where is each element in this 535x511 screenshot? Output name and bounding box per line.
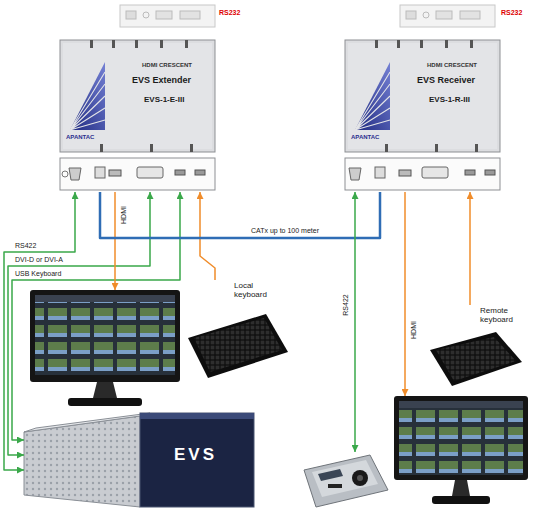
monitor — [30, 290, 180, 408]
signal-cable — [200, 192, 215, 280]
signal-cable — [469, 192, 471, 305]
cable-label: USB Keyboard — [14, 270, 62, 277]
cable-label: HDMI — [120, 205, 127, 225]
signal-cable — [354, 192, 356, 452]
device-face — [60, 40, 215, 152]
device-face — [345, 40, 500, 152]
port-label: RS232 — [500, 9, 523, 16]
keyboard-label: Remote keyboard — [480, 307, 526, 325]
signal-cable — [100, 192, 380, 238]
signal-cable — [8, 192, 150, 455]
device-name: EVS Extender — [132, 76, 191, 86]
logo-text: HDMI CRESCENT — [427, 62, 477, 69]
cable-label: RS422 — [14, 242, 37, 249]
keyboard: Remote keyboard — [425, 305, 528, 390]
signal-cable — [4, 192, 75, 470]
port-panel — [60, 158, 500, 190]
cable-label: DVI-D or DVI-A — [14, 256, 64, 263]
receiver-unit: HDMI CRESCENT EVS ReceiverEVS-1-R-III APAN… — [345, 40, 500, 192]
controller-drawing — [304, 455, 388, 507]
model-number: EVS-1-R-III — [429, 96, 470, 105]
cable-label: CATx up to 100 meter — [250, 227, 320, 234]
brand-logo: EVS — [174, 446, 217, 465]
signal-cable — [404, 192, 406, 396]
brand-name: APANTAC — [351, 134, 379, 141]
monitor — [392, 396, 530, 508]
signal-cable — [114, 192, 116, 290]
keyboard-label: Local keyboard — [234, 282, 278, 300]
model-number: EVS-1-E-III — [144, 96, 184, 105]
server-drawing — [24, 413, 254, 507]
logo-text: HDMI CRESCENT — [142, 62, 192, 69]
cable-label: HDMI — [410, 320, 417, 340]
device-name: EVS Receiver — [417, 76, 475, 86]
rear-panel-strip — [120, 5, 495, 27]
controller — [300, 452, 388, 508]
server: EVS — [24, 412, 256, 509]
port-label: RS232 — [218, 9, 241, 16]
keyboard: Local keyboard — [182, 280, 292, 380]
signal-cable — [12, 192, 180, 440]
extender-unit: HDMI CRESCENT EVS ExtenderEVS-1-E-III APAN… — [60, 40, 215, 192]
cable-label: RS422 — [342, 293, 349, 316]
brand-name: APANTAC — [66, 134, 94, 141]
